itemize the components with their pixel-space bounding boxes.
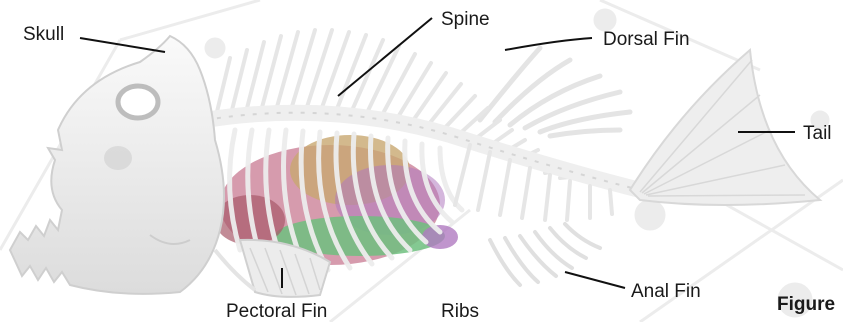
dorsal-fin-label: Dorsal Fin: [603, 30, 690, 49]
spine-label: Spine: [441, 10, 490, 29]
dorsal-fin: [480, 48, 630, 136]
tail-fin: [630, 50, 820, 205]
figure-caption: Figure: [777, 295, 835, 314]
pectoral-fin-label: Pectoral Fin: [226, 302, 327, 321]
anal-fin: [490, 224, 600, 285]
dorsal-fin-leader-line: [505, 38, 592, 50]
skull: [10, 36, 224, 294]
anal-fin-label: Anal Fin: [631, 282, 701, 301]
tail-label: Tail: [803, 124, 832, 143]
anal-fin-leader-line: [565, 272, 625, 288]
skull-label: Skull: [23, 25, 64, 44]
ribs-label: Ribs: [441, 302, 479, 321]
